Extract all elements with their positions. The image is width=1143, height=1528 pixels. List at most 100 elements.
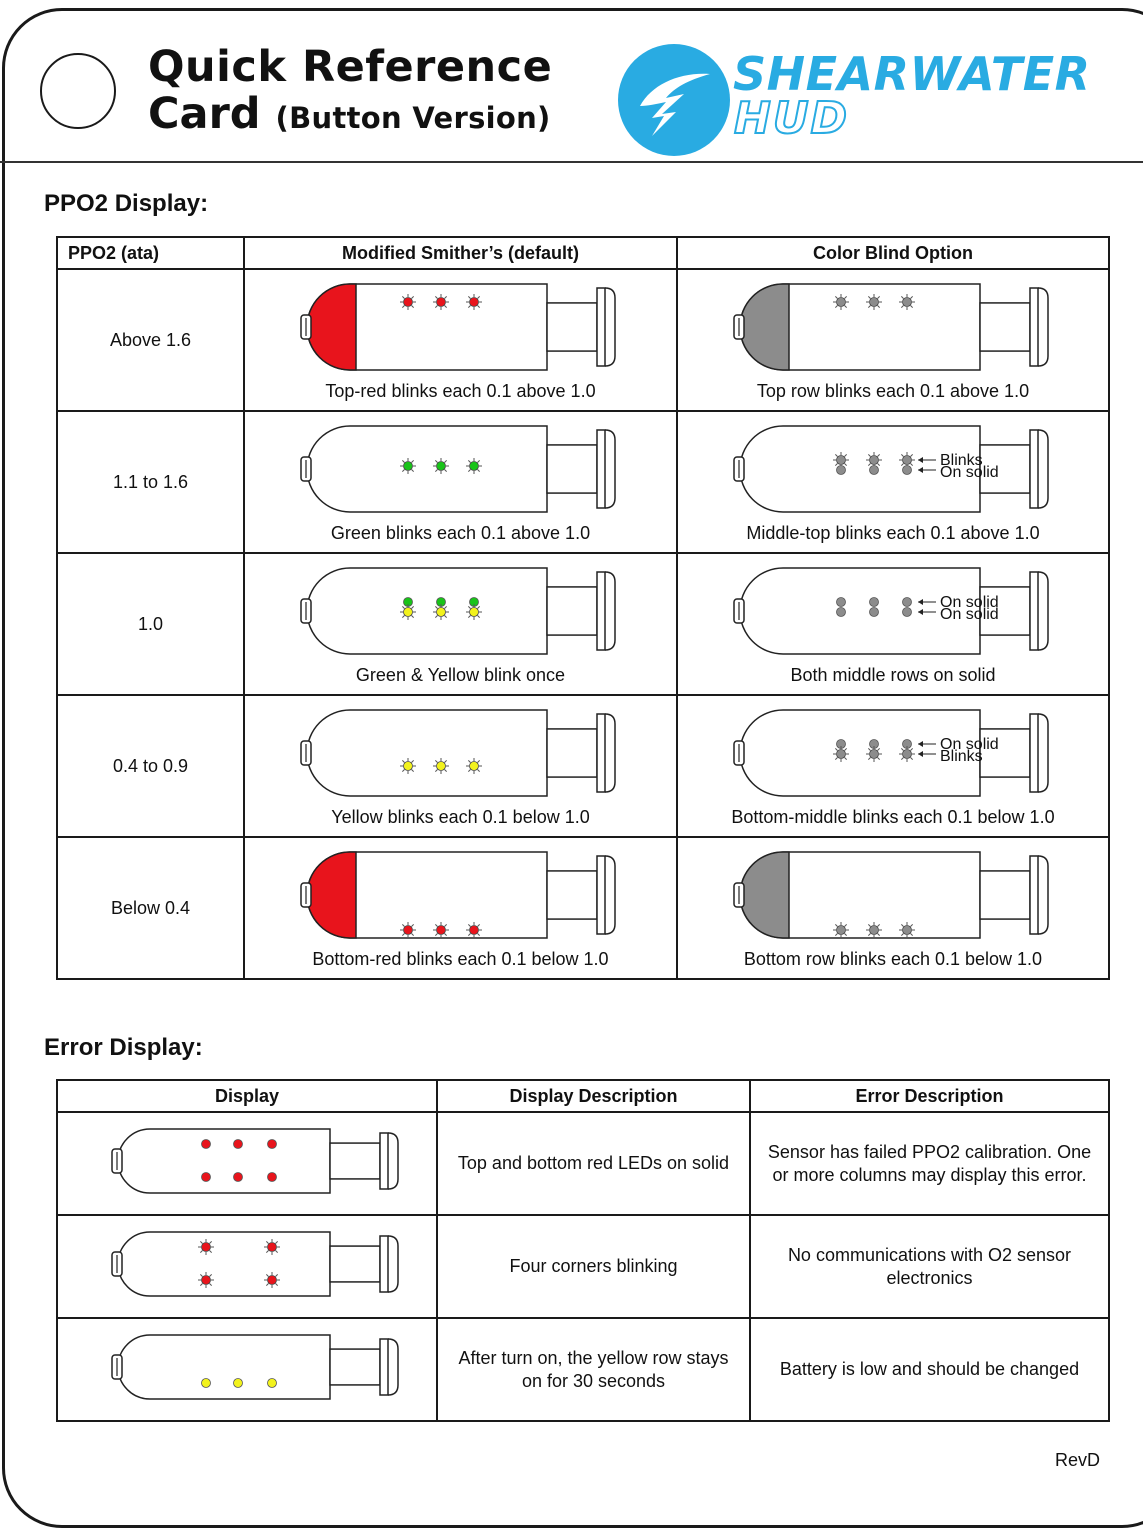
blinking-led-icon: [403, 925, 413, 935]
led-ray: [434, 615, 438, 619]
device-connector: [546, 302, 598, 352]
title-variant: (Button Version): [275, 101, 551, 135]
led-ray: [844, 757, 848, 761]
device-end: [604, 855, 616, 935]
blinking-led-icon: [902, 925, 912, 935]
solid-led-icon: [267, 1139, 277, 1149]
solid-led-icon: [869, 597, 879, 607]
ppo2-value: Below 0.4: [56, 836, 245, 980]
blinking-led-icon: [436, 607, 446, 617]
blinking-led-icon: [436, 297, 446, 307]
default-cell: Bottom-red blinks each 0.1 below 1.0: [243, 836, 678, 980]
led-ray: [477, 615, 481, 619]
led-ray: [265, 1250, 269, 1254]
error-display-cell: [56, 1317, 438, 1422]
hud-device-icon: [111, 1231, 399, 1297]
led-ray: [434, 459, 438, 463]
led-ray: [900, 923, 904, 927]
led-ray: [434, 769, 438, 773]
table-row: Above 1.6 Top-red blinks each 0.1 above …: [56, 268, 1110, 412]
default-caption: Green blinks each 0.1 above 1.0: [330, 523, 591, 543]
led-ray: [900, 305, 904, 309]
led-ray: [867, 295, 871, 299]
ppo2-value: Above 1.6: [56, 268, 245, 412]
revision-label: RevD: [1055, 1450, 1101, 1470]
device-body: [306, 709, 548, 797]
col-header-ppo2: PPO2 (ata): [56, 236, 245, 270]
solid-led-icon: [201, 1172, 211, 1182]
led-ray: [910, 923, 914, 927]
led-ray: [900, 463, 904, 467]
device-flange: [1029, 855, 1039, 935]
colorblind-label: On solid: [940, 606, 999, 623]
hud-device-icon: [733, 283, 1049, 371]
solid-led-icon: [836, 465, 846, 475]
colorblind-caption: Top row blinks each 0.1 above 1.0: [756, 381, 1030, 401]
led-ray: [434, 605, 438, 609]
error-display-cell: [56, 1214, 438, 1319]
led-ray: [477, 459, 481, 463]
led-ray: [434, 923, 438, 927]
error-description: Battery is low and should be changed: [749, 1317, 1110, 1422]
blinking-led-icon: [403, 461, 413, 471]
led-ray: [910, 757, 914, 761]
led-ray: [844, 295, 848, 299]
led-ray: [401, 615, 405, 619]
hud-device-icon: [300, 851, 616, 939]
led-ray: [910, 463, 914, 467]
blinking-led-icon: [469, 461, 479, 471]
arrow-head-icon: [918, 741, 923, 747]
colorblind-caption: Both middle rows on solid: [790, 665, 996, 685]
solid-led-icon: [233, 1172, 243, 1182]
led-ray: [444, 759, 448, 763]
hud-device-icon: [300, 283, 616, 371]
led-ray: [910, 933, 914, 937]
default-caption: Bottom-red blinks each 0.1 below 1.0: [312, 949, 609, 969]
table-row: After turn on, the yellow row stays on f…: [56, 1317, 1110, 1422]
blinking-led-icon: [469, 925, 479, 935]
led-ray: [867, 757, 871, 761]
led-ray: [877, 747, 881, 751]
solid-led-icon: [869, 465, 879, 475]
device-connector: [546, 728, 598, 778]
error-description: No communications with O2 sensor electro…: [749, 1214, 1110, 1319]
led-ray: [209, 1250, 213, 1254]
blinking-led-icon: [436, 761, 446, 771]
punch-hole: [40, 53, 116, 129]
device-flange: [596, 713, 606, 793]
blinking-led-icon: [436, 925, 446, 935]
device-flange: [379, 1338, 389, 1396]
led-ray: [467, 605, 471, 609]
solid-led-icon: [902, 597, 912, 607]
led-ray: [910, 305, 914, 309]
colorblind-cell: Bottom row blinks each 0.1 below 1.0: [676, 836, 1110, 980]
led-ray: [900, 747, 904, 751]
led-ray: [275, 1250, 279, 1254]
solid-led-icon: [233, 1378, 243, 1388]
device-cap: [739, 851, 790, 939]
ppo2-header-row: PPO2 (ata) Modified Smither’s (default) …: [56, 236, 1110, 270]
col-header-error-desc: Error Description: [749, 1079, 1110, 1113]
led-ray: [477, 305, 481, 309]
error-table: Display Display Description Error Descri…: [56, 1079, 1110, 1422]
display-description: After turn on, the yellow row stays on f…: [436, 1317, 751, 1422]
device-end: [387, 1235, 399, 1293]
blinking-led-icon: [469, 297, 479, 307]
led-ray: [401, 469, 405, 473]
solid-led-icon: [902, 607, 912, 617]
device-end: [1037, 571, 1049, 651]
device-flange: [1029, 571, 1039, 651]
device-end: [1037, 855, 1049, 935]
colorblind-label: On solid: [940, 736, 999, 753]
led-ray: [867, 747, 871, 751]
led-ray: [867, 933, 871, 937]
arrow-head-icon: [918, 609, 923, 615]
colorblind-caption: Bottom-middle blinks each 0.1 below 1.0: [731, 807, 1055, 827]
led-ray: [401, 459, 405, 463]
led-ray: [411, 769, 415, 773]
led-ray: [867, 923, 871, 927]
solid-led-icon: [902, 465, 912, 475]
